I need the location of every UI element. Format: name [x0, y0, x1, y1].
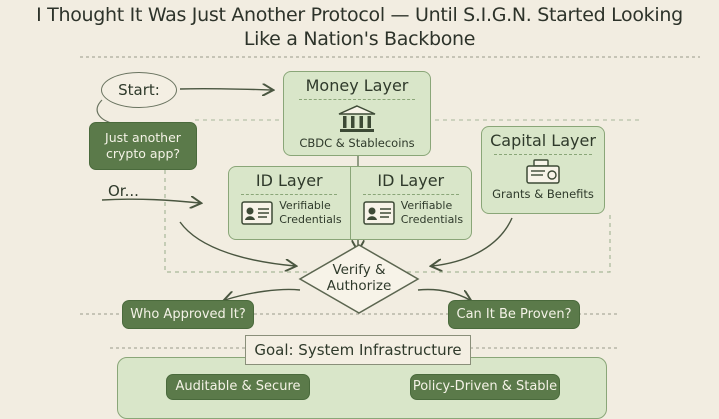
capital-layer-subtitle: Grants & Benefits: [492, 187, 594, 201]
id-layer-box-2: ID Layer Verifiable Credentials: [351, 167, 472, 239]
verify-authorize-label: Verify & Authorize: [326, 262, 392, 294]
goal-label-text: Goal: System Infrastructure: [254, 341, 462, 359]
capital-layer-title: Capital Layer: [490, 131, 596, 150]
bank-icon: [338, 105, 376, 132]
goal-item-auditable: Auditable & Secure: [166, 374, 310, 400]
goal-item-policy: Policy-Driven & Stable: [410, 374, 560, 400]
start-label: Start:: [101, 72, 177, 108]
can-be-proven-text: Can It Be Proven?: [456, 306, 572, 322]
id-layers-group: ID Layer Verifiable Credentials ID Layer: [228, 166, 472, 240]
question-text: Just another crypto app?: [105, 130, 181, 161]
or-label: Or...: [108, 182, 139, 200]
title-line-1: I Thought It Was Just Another Protocol —…: [36, 4, 683, 26]
money-layer-subtitle: CBDC & Stablecoins: [299, 136, 415, 150]
capital-layer-box: Capital Layer Grants & Benefits: [481, 126, 605, 214]
goal-label-box: Goal: System Infrastructure: [245, 335, 471, 365]
who-approved-box: Who Approved It?: [122, 300, 254, 329]
id-layer-subtitle: Verifiable Credentials: [400, 199, 464, 226]
id-layer-box-1: ID Layer Verifiable Credentials: [229, 167, 351, 239]
id-layer-title: ID Layer: [377, 171, 445, 190]
can-be-proven-box: Can It Be Proven?: [448, 300, 580, 329]
title-line-2: Like a Nation's Backbone: [243, 28, 476, 50]
id-card-icon: [241, 201, 273, 225]
who-approved-text: Who Approved It?: [130, 306, 246, 322]
divider: [298, 99, 416, 100]
id-layer-subtitle: Verifiable Credentials: [279, 199, 342, 226]
divider: [241, 194, 338, 195]
question-box: Just another crypto app?: [89, 122, 197, 170]
money-layer-box: Money Layer CBDC & Stablecoins: [283, 71, 431, 156]
goal-item-text: Auditable & Secure: [175, 379, 301, 394]
cash-register-icon: [526, 159, 560, 184]
start-text: Start:: [118, 81, 160, 99]
divider: [494, 154, 592, 155]
id-card-icon: [363, 201, 395, 225]
goal-item-text: Policy-Driven & Stable: [412, 379, 558, 394]
divider: [362, 194, 459, 195]
money-layer-title: Money Layer: [305, 76, 409, 95]
id-layer-title: ID Layer: [255, 171, 323, 190]
